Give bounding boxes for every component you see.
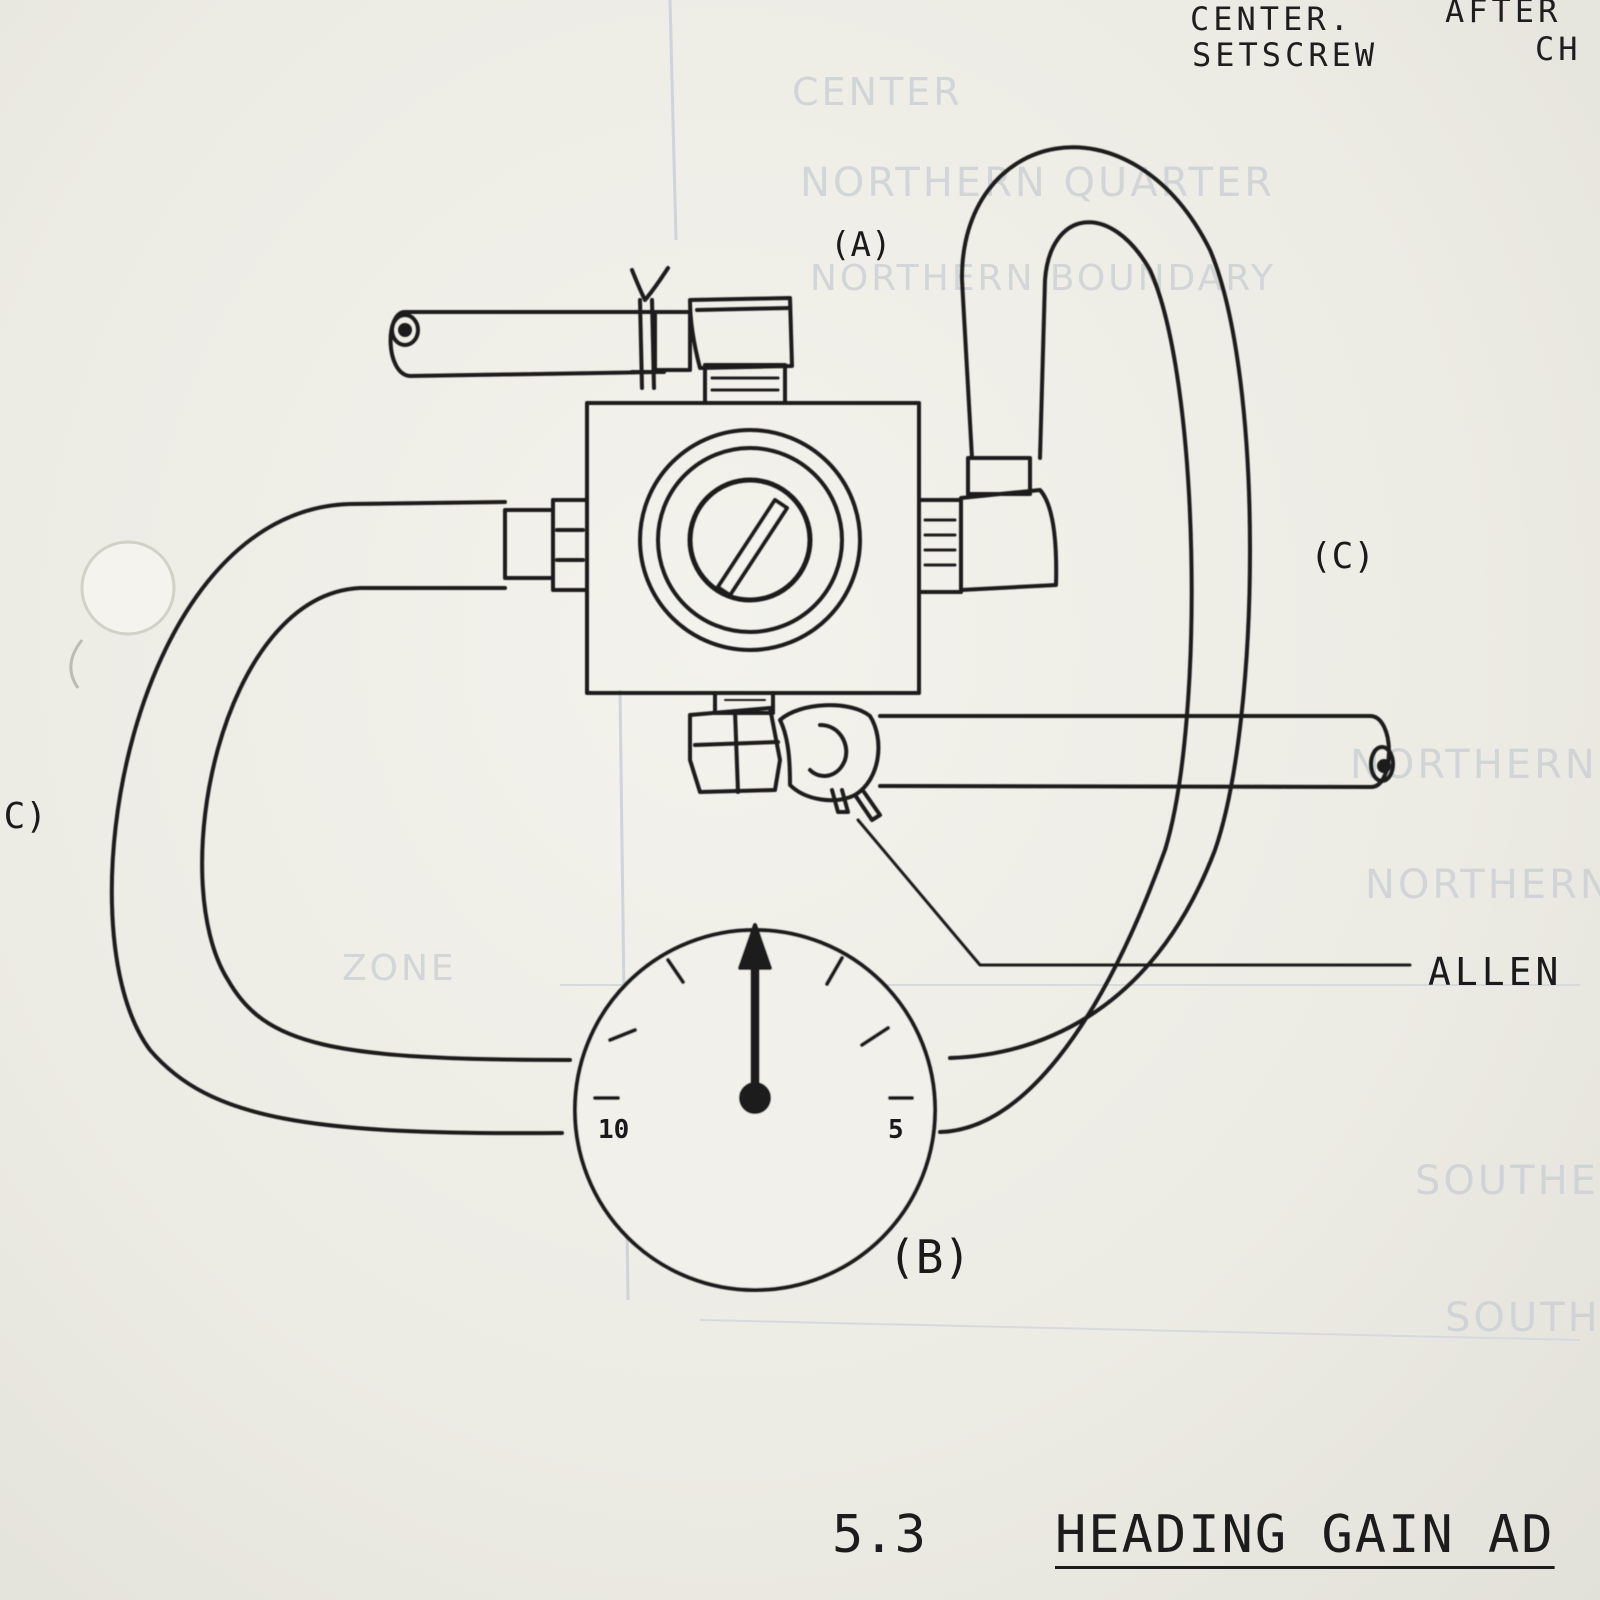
- bottom-fitting-nut: [688, 706, 782, 794]
- header-line1-b: AFTER: [1445, 0, 1562, 30]
- adjustment-knob-outer-ring: [638, 428, 862, 652]
- section-number: 5.3: [832, 1505, 926, 1565]
- adjustment-knob-inner-ring: [656, 446, 844, 634]
- ghost-text-northern-quarter: NORTHERN QUARTER: [800, 160, 1276, 206]
- top-pipe: [388, 310, 660, 378]
- bottom-pipe-end: [1369, 745, 1395, 783]
- top-fitting-base: [703, 363, 787, 405]
- left-fitting-nut: [551, 498, 589, 592]
- right-hose-inner: [948, 145, 1252, 1060]
- header-line2-b: CH: [1535, 30, 1582, 68]
- gauge-tick-2: [666, 958, 685, 984]
- ghost-column-line-top: [668, 0, 678, 241]
- label-c-right: (C): [1310, 536, 1376, 577]
- ghost-text-center: CENTER: [792, 70, 963, 114]
- punch-hole: [69, 540, 176, 689]
- bottom-clamp-wing: [830, 788, 882, 822]
- section-title: HEADING GAIN AD: [1055, 1505, 1555, 1565]
- label-b: (B): [888, 1230, 972, 1284]
- ghost-text-southe: SOUTHE: [1415, 1158, 1599, 1204]
- right-fitting-elbow: [959, 488, 1059, 592]
- left-hose-inner: [200, 586, 572, 1062]
- right-hose-outer: [938, 220, 1194, 1134]
- label-allen: ALLEN: [1428, 950, 1563, 994]
- gauge-number-right: 5: [888, 1115, 904, 1145]
- gauge-number-left: 10: [598, 1115, 629, 1145]
- gauge-tick-3: [825, 956, 844, 986]
- left-hose-outer: [109, 500, 564, 1136]
- top-fitting-elbow: [688, 296, 794, 370]
- label-a: (A): [830, 225, 892, 265]
- ghost-text-northern-2: NORTHERN: [1365, 862, 1600, 908]
- bottom-fitting-neck: [713, 691, 775, 715]
- bottom-clamp: [778, 703, 881, 803]
- gauge-tick-4: [860, 1026, 890, 1047]
- adjustment-screw: [687, 477, 813, 603]
- right-fitting-collar: [966, 456, 1032, 496]
- left-fitting-collar: [503, 508, 555, 580]
- top-fitting-collar: [653, 310, 692, 372]
- label-c-left: (C): [0, 796, 48, 837]
- top-pipe-end: [390, 313, 420, 347]
- allen-leader-line: [856, 818, 1412, 967]
- gauge-ticks: [593, 956, 914, 1100]
- header-line1-a: CENTER.: [1190, 0, 1353, 38]
- right-fitting-nut: [917, 498, 963, 594]
- ghost-text-zone: ZONE: [342, 948, 457, 989]
- ghost-text-south: SOUTH: [1445, 1295, 1600, 1341]
- header-line2-a: SETSCREW: [1192, 36, 1379, 74]
- ghost-row-line-2: [699, 1319, 1581, 1341]
- gauge-pivot: [739, 1082, 771, 1114]
- gauge-needle-arrow: [738, 923, 772, 970]
- ghost-text-northern-boundary: NORTHERN BOUNDARY: [810, 258, 1276, 299]
- screw-slot: [716, 498, 789, 597]
- gauge-tick-1: [608, 1028, 637, 1042]
- bottom-pipe: [878, 714, 1391, 789]
- top-wing-clamp: [630, 266, 670, 390]
